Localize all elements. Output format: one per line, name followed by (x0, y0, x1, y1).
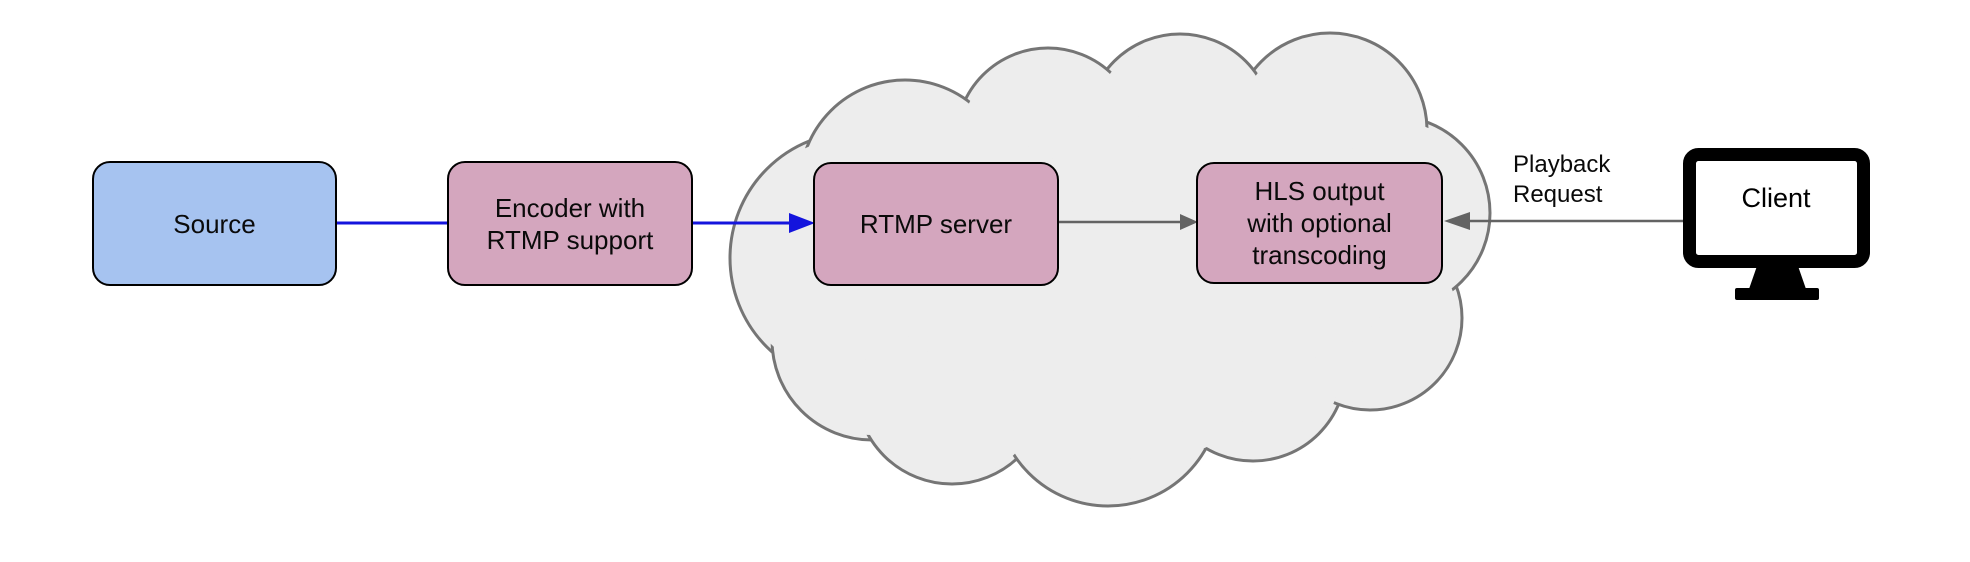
node-source-label: Source (173, 208, 256, 239)
internet-cloud (728, 31, 1492, 508)
node-client-label: Client (1741, 183, 1811, 213)
node-encoder-label-line2: RTMP support (486, 224, 654, 255)
playback-request-label: Playback Request (1513, 150, 1610, 210)
node-rtmp-server: RTMP server (813, 162, 1059, 286)
playback-request-line1: Playback (1513, 151, 1611, 178)
monitor-icon (1683, 148, 1870, 300)
node-source: Source (92, 161, 337, 286)
node-rtmp-server-label: RTMP server (859, 209, 1013, 239)
arrowhead-client-to-hls (1444, 212, 1470, 230)
arrowhead-encoder-to-rtmp (789, 213, 815, 233)
node-hls-output: HLS output with optional transcoding (1196, 162, 1443, 284)
node-hls-label-line1: HLS output (1254, 176, 1385, 206)
node-hls-label-line3: transcoding (1252, 240, 1387, 270)
node-hls-label-line2: with optional (1247, 208, 1392, 238)
playback-request-line2: Request (1513, 181, 1603, 208)
node-encoder-label-line1: Encoder with (494, 192, 646, 223)
arrowhead-rtmp-to-hls (1180, 214, 1198, 230)
node-encoder: Encoder with RTMP support (447, 161, 693, 286)
